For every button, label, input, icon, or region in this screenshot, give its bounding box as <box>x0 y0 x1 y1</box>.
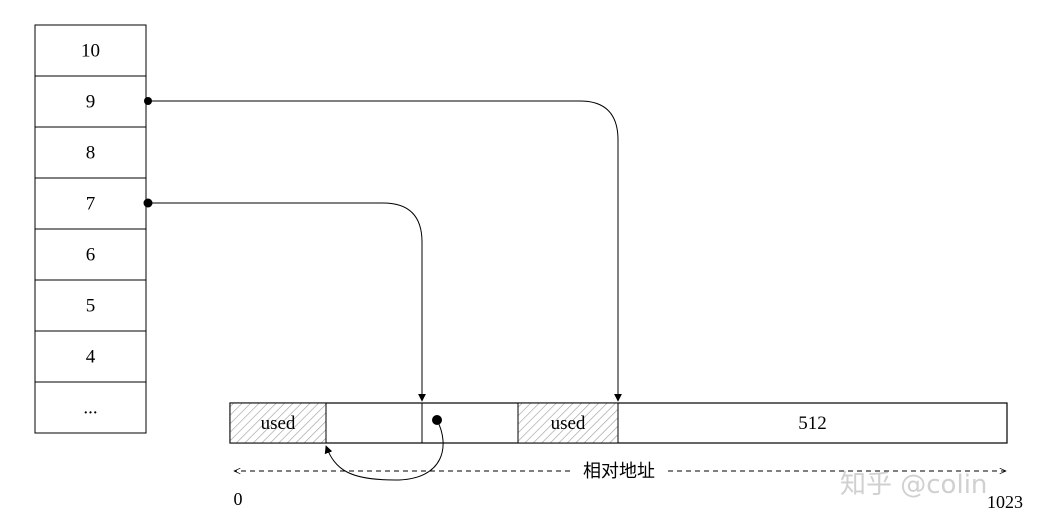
stack-cell-box <box>34 381 147 434</box>
address-axis: 相对地址 0 1023 <box>234 461 1023 512</box>
stack-cell-label: 9 <box>86 92 96 113</box>
stack-cell-label: ... <box>83 398 97 419</box>
stack-cell-label: 10 <box>81 41 100 62</box>
memory-block-label: 512 <box>798 413 827 434</box>
memory-block-box <box>229 402 327 444</box>
memory-block-used: used <box>229 402 327 444</box>
memory-bar: used used 512 <box>229 402 1008 444</box>
stack-cell: 5 <box>34 279 147 332</box>
pointer-9-line <box>148 100 622 402</box>
free-list-pointer-curve <box>324 419 444 481</box>
stack-cell: 9 <box>34 75 147 128</box>
memory-block-used: used <box>517 402 619 444</box>
stack-column: 10 9 8 7 6 5 4... <box>34 24 147 434</box>
address-axis-label: 相对地址 <box>583 461 655 482</box>
watermark: 知乎 @colin <box>840 470 987 500</box>
stack-cell-label: 8 <box>86 143 96 164</box>
memory-block-box <box>617 402 1008 444</box>
stack-cell-label: 7 <box>86 194 96 215</box>
pointer-7-line <box>148 202 426 402</box>
stack-cell: 7 <box>34 177 147 230</box>
address-end-label: 1023 <box>987 492 1023 512</box>
stack-cell: 4 <box>34 330 147 383</box>
memory-block-label: used <box>551 413 586 434</box>
stack-cell: 6 <box>34 228 147 281</box>
pointer-7 <box>143 198 426 402</box>
stack-cell-label: 6 <box>86 245 96 266</box>
memory-block-box <box>517 402 619 444</box>
memory-block-box <box>325 402 423 444</box>
memory-block: 512 <box>617 402 1008 444</box>
address-start-label: 0 <box>234 489 243 509</box>
free-list-pointer <box>324 415 444 481</box>
memory-block-label: used <box>261 413 296 434</box>
pointer-9 <box>144 97 622 402</box>
stack-cell: 8 <box>34 126 147 179</box>
memory-block <box>325 402 423 444</box>
stack-cell-label: 5 <box>86 296 96 317</box>
stack-cell: 10 <box>34 24 147 77</box>
stack-cell-label: 4 <box>86 347 96 368</box>
stack-cell: ... <box>34 381 147 434</box>
